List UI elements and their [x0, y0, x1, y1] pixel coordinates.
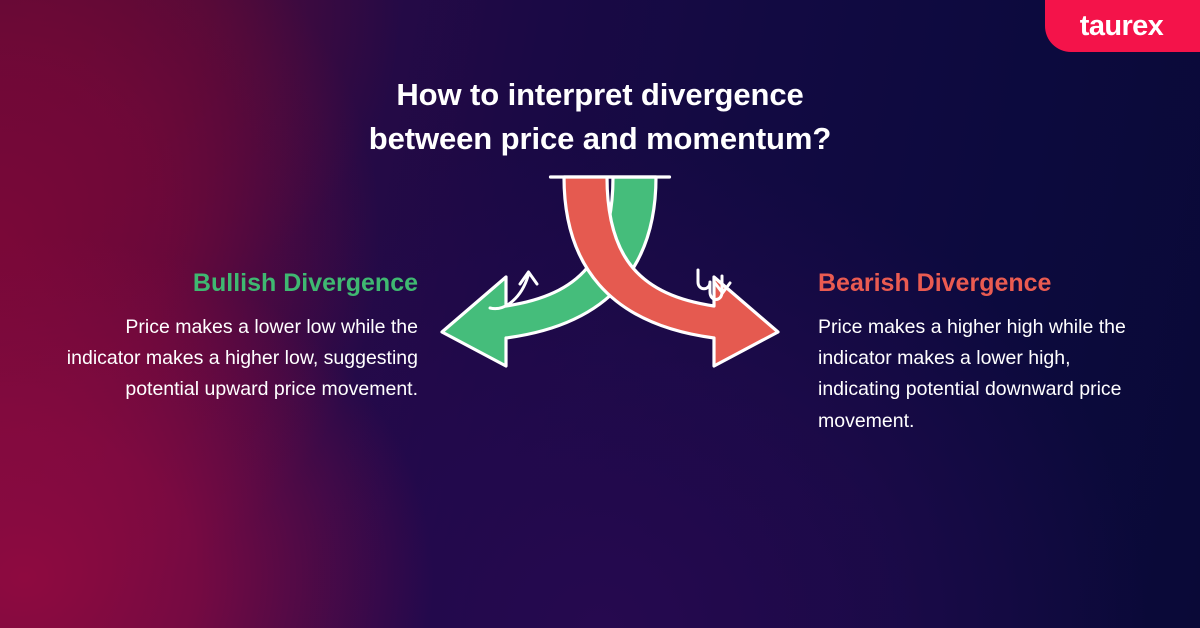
brand-logo-text: taurex — [1079, 9, 1164, 42]
bearish-divergence-body: Price makes a higher high while the indi… — [818, 316, 1126, 432]
curved-up-arrow-icon — [488, 270, 539, 311]
taurex-logo-badge: taurex — [1045, 0, 1200, 52]
divergence-arrows-graphic — [434, 160, 786, 372]
bullish-divergence-block: Bullish Divergence Price makes a lower l… — [58, 268, 418, 406]
wavy-down-arrow-icon — [696, 268, 732, 301]
page-title-line-2: between price and momentum? — [368, 120, 832, 156]
bearish-divergence-heading: Bearish Divergence — [818, 269, 1052, 297]
bearish-arrow-shape — [562, 175, 780, 368]
bullish-divergence-body: Price makes a lower low while the indica… — [66, 316, 418, 401]
page-title: How to interpret divergence between pric… — [0, 73, 1200, 161]
bullish-divergence-heading: Bullish Divergence — [192, 269, 418, 297]
bearish-divergence-block: Bearish Divergence Price makes a higher … — [818, 268, 1130, 437]
page-title-line-1: How to interpret divergence — [396, 76, 804, 112]
